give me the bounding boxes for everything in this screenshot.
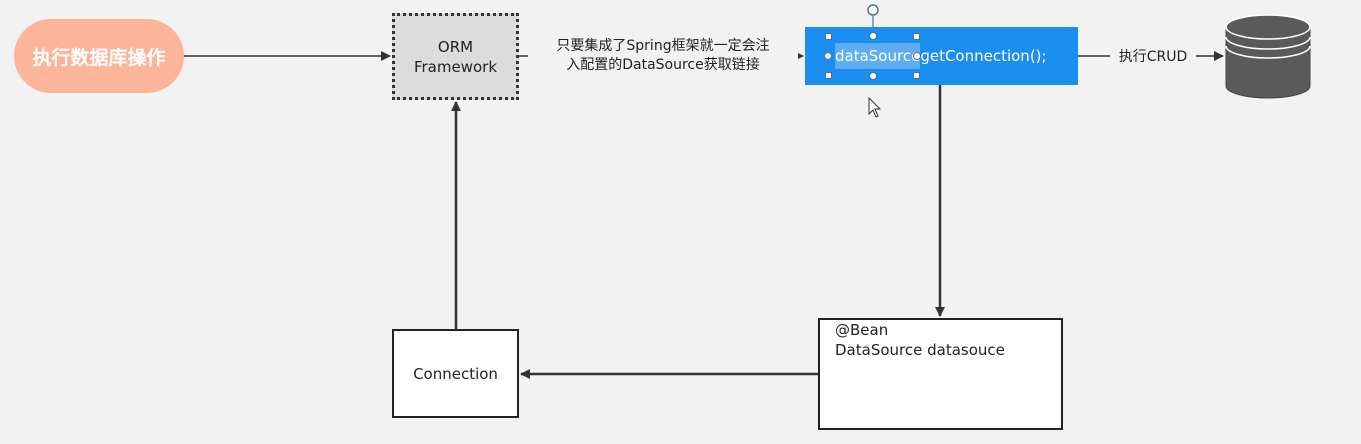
orm-node-line1: ORM xyxy=(437,37,474,56)
connection-node-label: Connection xyxy=(413,364,498,383)
resize-handle-sw[interactable] xyxy=(825,72,832,79)
bean-node-line2: DataSource datasouce xyxy=(835,341,1005,359)
resize-handle-se[interactable] xyxy=(913,72,920,79)
mouse-cursor-icon xyxy=(868,96,882,118)
orm-framework-node[interactable]: ORM Framework xyxy=(392,13,519,100)
get-connection-prefix[interactable]: dataSource xyxy=(835,43,921,69)
orm-node-line2: Framework xyxy=(413,57,498,76)
resize-handle-e[interactable] xyxy=(913,52,921,60)
start-node-label: 执行数据库操作 xyxy=(32,46,166,69)
edge-label-inject-line1: 只要集成了Spring框架就一定会注 xyxy=(556,38,770,54)
rotate-handle[interactable] xyxy=(867,4,879,16)
resize-handle-n[interactable] xyxy=(869,32,877,40)
edge-label-inject: 只要集成了Spring框架就一定会注 入配置的DataSource获取链接 xyxy=(528,37,798,75)
connection-node[interactable]: Connection xyxy=(392,329,519,418)
get-connection-suffix: getConnection(); xyxy=(920,47,1047,65)
bean-node-line1: @Bean xyxy=(835,321,889,339)
start-node[interactable]: 执行数据库操作 xyxy=(14,19,184,93)
resize-handle-w[interactable] xyxy=(824,52,832,60)
resize-handle-s[interactable] xyxy=(869,72,877,80)
datasource-bean-node[interactable]: @Bean DataSource datasouce xyxy=(818,318,1063,430)
database-icon xyxy=(1225,14,1311,99)
resize-handle-nw[interactable] xyxy=(825,33,832,40)
resize-handle-ne[interactable] xyxy=(913,33,920,40)
edge-label-crud: 执行CRUD xyxy=(1110,48,1196,67)
edge-label-inject-line2: 入配置的DataSource获取链接 xyxy=(566,57,760,73)
